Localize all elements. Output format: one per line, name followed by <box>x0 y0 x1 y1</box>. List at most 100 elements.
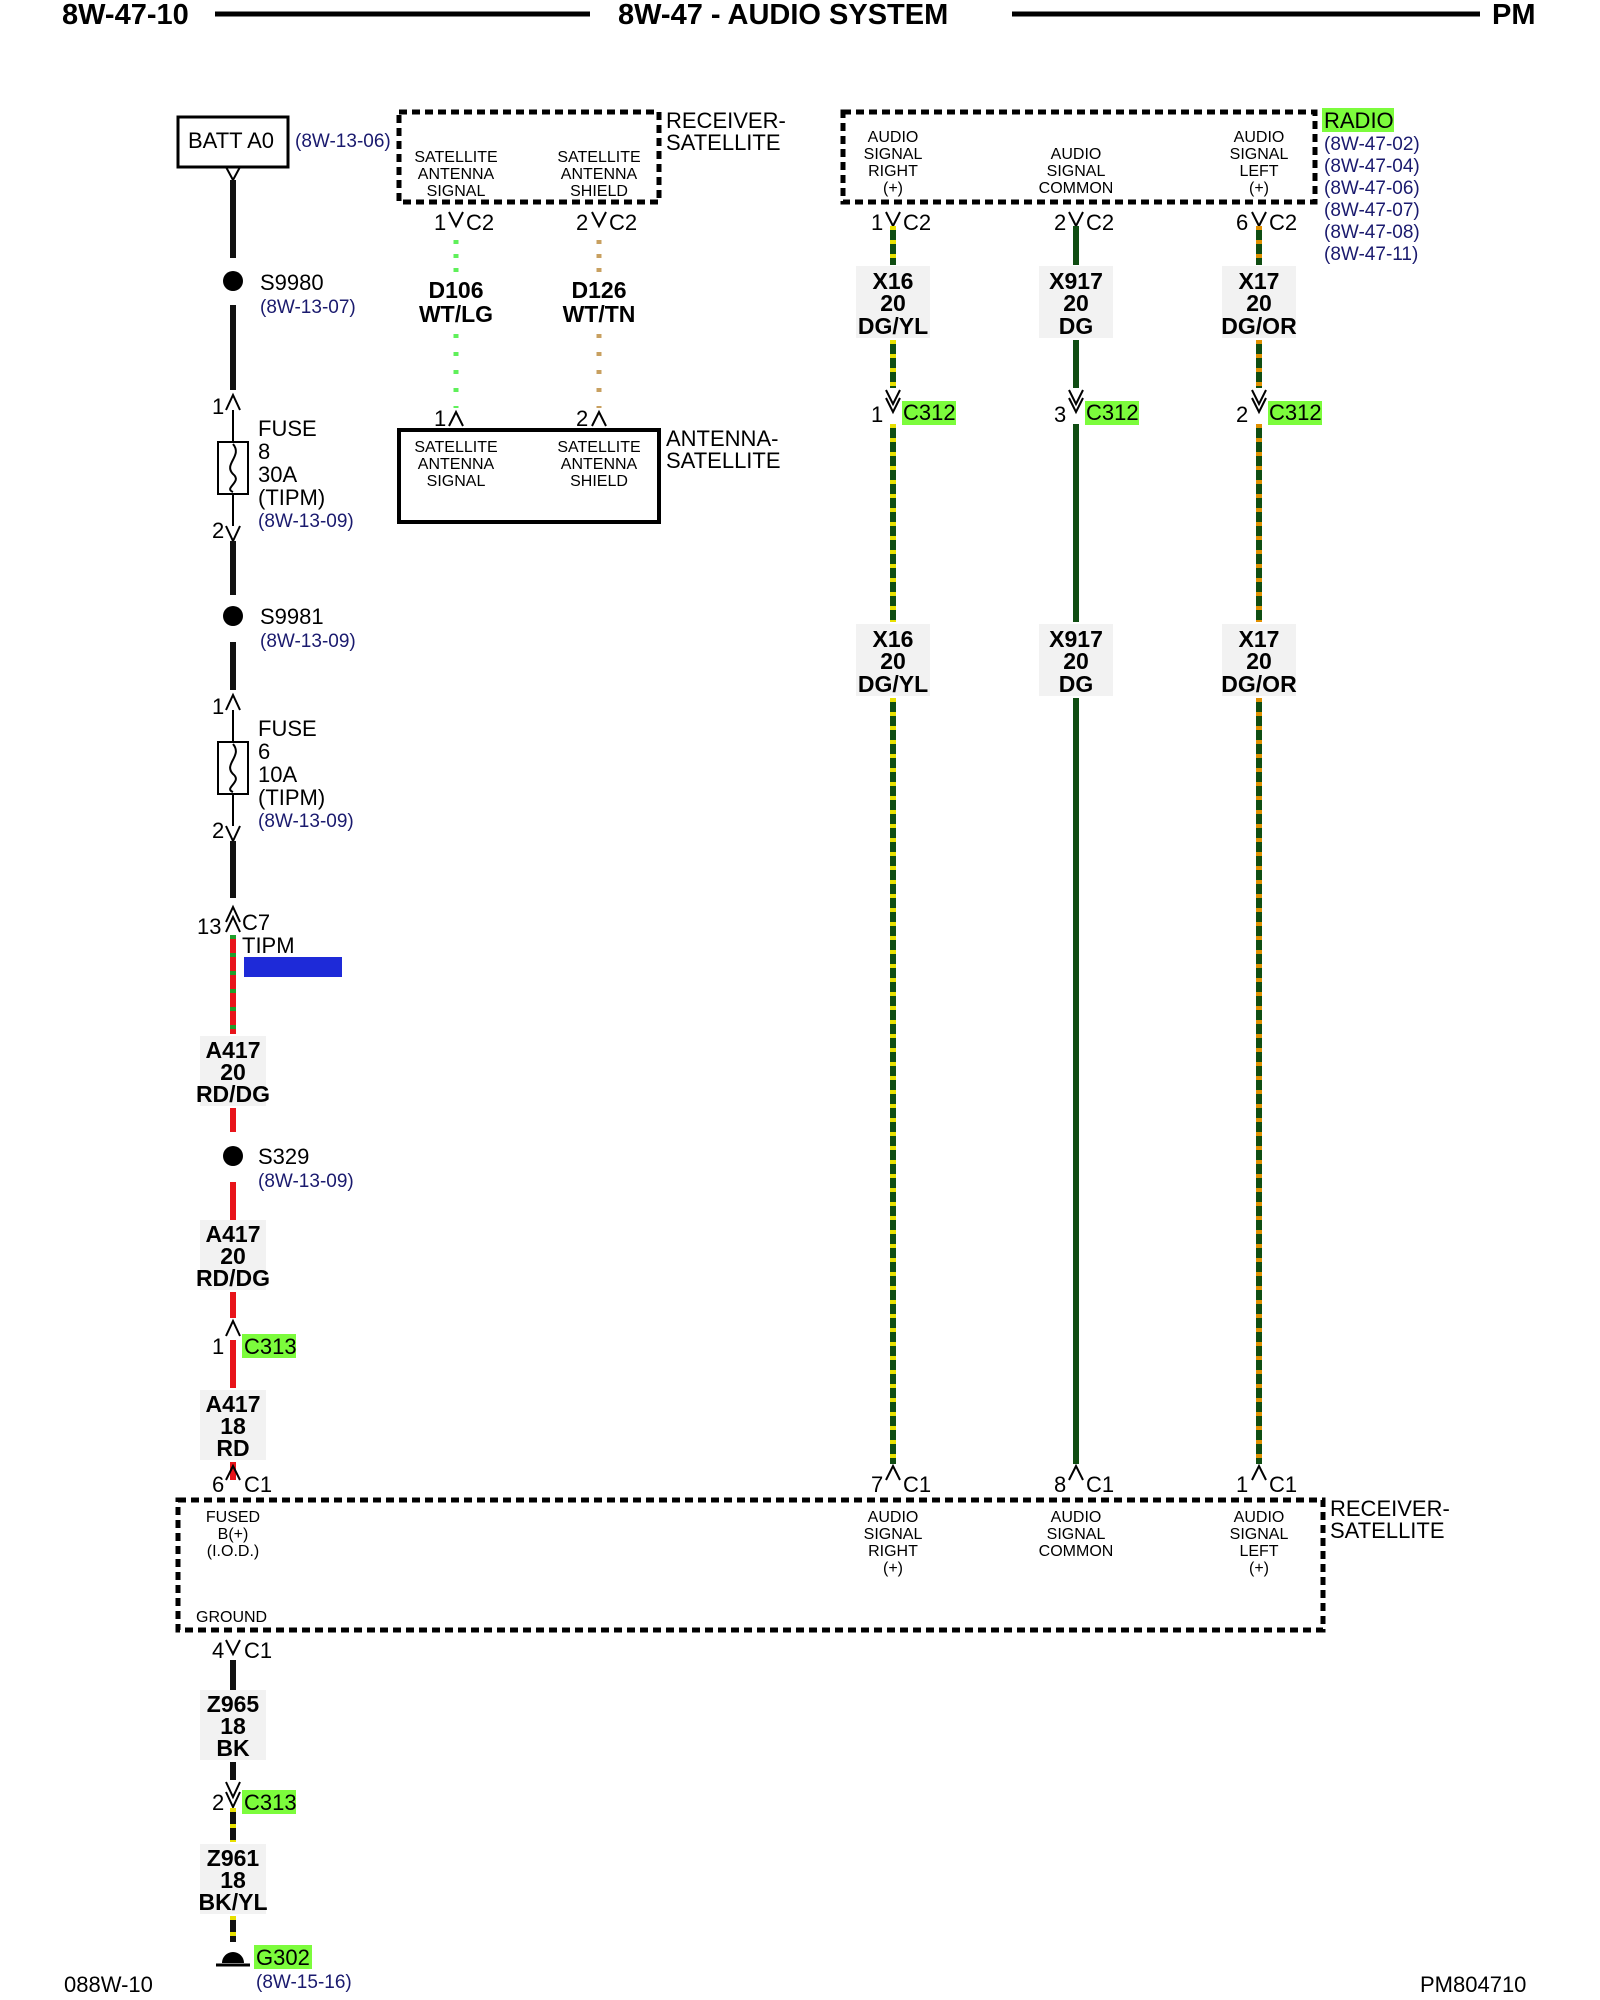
rb-ground-conn: C1 <box>244 1638 272 1663</box>
radio-left-l4: (+) <box>1249 180 1269 197</box>
receiver-bot-title1: RECEIVER- <box>1330 1496 1450 1521</box>
tipm-conn: C7 <box>242 910 270 935</box>
tipm-c7-arrow2-icon <box>225 904 241 923</box>
ant-shd-l1: SATELLITE <box>557 439 640 456</box>
rb-fused-arrow-icon <box>225 1463 241 1481</box>
radio-common-pin: 2 <box>1054 210 1066 235</box>
wire-x16a-l3: DG/YL <box>858 313 928 339</box>
rb-common-pin: 8 <box>1054 1472 1066 1497</box>
wire-z965-label-bg <box>200 1690 266 1760</box>
ant-sig-arrow-icon <box>448 409 464 427</box>
radio-ref-2: (8W-47-04) <box>1324 156 1420 177</box>
header: 8W-47-10 8W-47 - AUDIO SYSTEM PM <box>62 0 1536 31</box>
c313-top-name: C313 <box>244 1334 297 1359</box>
c312-p2-name: C312 <box>1269 400 1322 425</box>
ant-sig-l2: ANTENNA <box>418 456 495 473</box>
rb-right-l1: AUDIO <box>868 1509 919 1526</box>
rb-common-l3: COMMON <box>1039 1543 1114 1560</box>
fuse6-pin-bot: 2 <box>212 818 224 843</box>
antenna-title2: SATELLITE <box>666 448 781 473</box>
c312-p1-pin: 1 <box>871 402 883 427</box>
footer: 088W-10 PM804710 <box>64 1972 1526 1997</box>
wire-d126-l1: D126 <box>572 277 627 303</box>
rb-right-arrow-icon <box>885 1463 901 1481</box>
antenna-box <box>397 428 661 524</box>
fuse6-l4: (TIPM) <box>258 785 325 810</box>
rb-common-l1: AUDIO <box>1051 1509 1102 1526</box>
wire-x16b-l3: DG/YL <box>858 671 928 697</box>
ground-g302-name: G302 <box>256 1945 310 1970</box>
rt-sig-l1: SATELLITE <box>414 149 497 166</box>
rb-common-l2: SIGNAL <box>1047 1526 1106 1543</box>
c312-p1-arrow2-icon <box>885 397 901 415</box>
rb-fused-pin: 6 <box>212 1472 224 1497</box>
ant-sig-l3: SIGNAL <box>427 473 486 490</box>
splice-s9980-ref: (8W-13-07) <box>260 297 356 318</box>
radio-left-l1: AUDIO <box>1234 129 1285 146</box>
c312-p1-name: C312 <box>903 400 956 425</box>
radio-common-arrow-icon <box>1068 211 1084 229</box>
radio-title-highlight <box>1322 108 1394 132</box>
radio-common-l3: COMMON <box>1039 180 1114 197</box>
wire-x16b-l2: 20 <box>880 648 906 674</box>
ant-sig-pin: 1 <box>434 406 446 431</box>
rb-right-l2: SIGNAL <box>864 1526 923 1543</box>
rt-shd-pin: 2 <box>576 210 588 235</box>
splice-s9980-icon <box>223 271 243 291</box>
c312-p1-arrow-icon <box>885 389 901 407</box>
wire-x17a-l3: DG/OR <box>1221 313 1297 339</box>
wire-x16-label2-bg <box>856 624 930 696</box>
rt-shd-l3: SHIELD <box>570 183 628 200</box>
rb-left-l4: (+) <box>1249 1560 1269 1577</box>
footer-left: 088W-10 <box>64 1972 153 1997</box>
wire-x917b-l1: X917 <box>1049 626 1103 652</box>
receiver-top-title1: RECEIVER- <box>666 108 786 133</box>
c313-top-highlight <box>242 1334 296 1358</box>
rt-shd-conn: C2 <box>609 210 637 235</box>
radio-right-l3: RIGHT <box>868 163 918 180</box>
c313-bot-pin: 2 <box>212 1790 224 1815</box>
wire-a417a-l2: 20 <box>220 1059 246 1085</box>
wire-d106-l2: WT/LG <box>419 301 493 327</box>
wire-x17-label2-bg <box>1222 624 1296 696</box>
fuse8-l4: (TIPM) <box>258 485 325 510</box>
rb-ground-label: GROUND <box>196 1609 267 1626</box>
rb-fused-l1: FUSED <box>206 1509 260 1526</box>
rt-sig-conn: C2 <box>466 210 494 235</box>
batt-ref: (8W-13-06) <box>295 131 391 152</box>
c313-bot-name: C313 <box>244 1790 297 1815</box>
radio-left-l3: LEFT <box>1239 163 1278 180</box>
wire-z965-l3: BK <box>216 1735 250 1761</box>
batt-arrow-icon <box>225 166 241 183</box>
c312-p1-highlight <box>902 401 956 425</box>
fuse6-top-arrow-icon <box>225 692 241 711</box>
c313-bot-arrow2-icon <box>225 1791 241 1810</box>
ant-shd-l2: ANTENNA <box>561 456 638 473</box>
fuse6-ref: (8W-13-09) <box>258 811 354 832</box>
rb-left-conn: C1 <box>1269 1472 1297 1497</box>
receiver-bot-title2: SATELLITE <box>1330 1518 1445 1543</box>
wire-d106-l1: D106 <box>429 277 484 303</box>
ant-shd-arrow-icon <box>591 409 607 427</box>
radio-ref-6: (8W-47-11) <box>1324 244 1418 265</box>
c312-p2-arrow2-icon <box>1251 397 1267 415</box>
radio-right-arrow-icon <box>885 211 901 229</box>
wire-d126-l2: WT/TN <box>563 301 636 327</box>
rb-left-l3: LEFT <box>1239 1543 1278 1560</box>
radio-ref-1: (8W-47-02) <box>1324 134 1420 155</box>
fuse6-l3: 10A <box>258 762 297 787</box>
fuse6-icon <box>217 741 249 795</box>
c312-p2-arrow-icon <box>1251 389 1267 407</box>
tipm-ref-redacted <box>244 957 342 977</box>
rt-shd-l1: SATELLITE <box>557 149 640 166</box>
c312-p3-highlight <box>1085 401 1139 425</box>
c313-bot-highlight <box>242 1790 296 1814</box>
c312-p2-pin: 2 <box>1236 402 1248 427</box>
fuse8-element-icon <box>229 443 237 493</box>
rt-shd-arrow-icon <box>591 211 607 229</box>
fuse6-bot-arrow-icon <box>225 825 241 844</box>
wire-a417c-l1: A417 <box>206 1391 261 1417</box>
rb-right-l3: RIGHT <box>868 1543 918 1560</box>
rt-shd-l2: ANTENNA <box>561 166 638 183</box>
rt-sig-l3: SIGNAL <box>427 183 486 200</box>
